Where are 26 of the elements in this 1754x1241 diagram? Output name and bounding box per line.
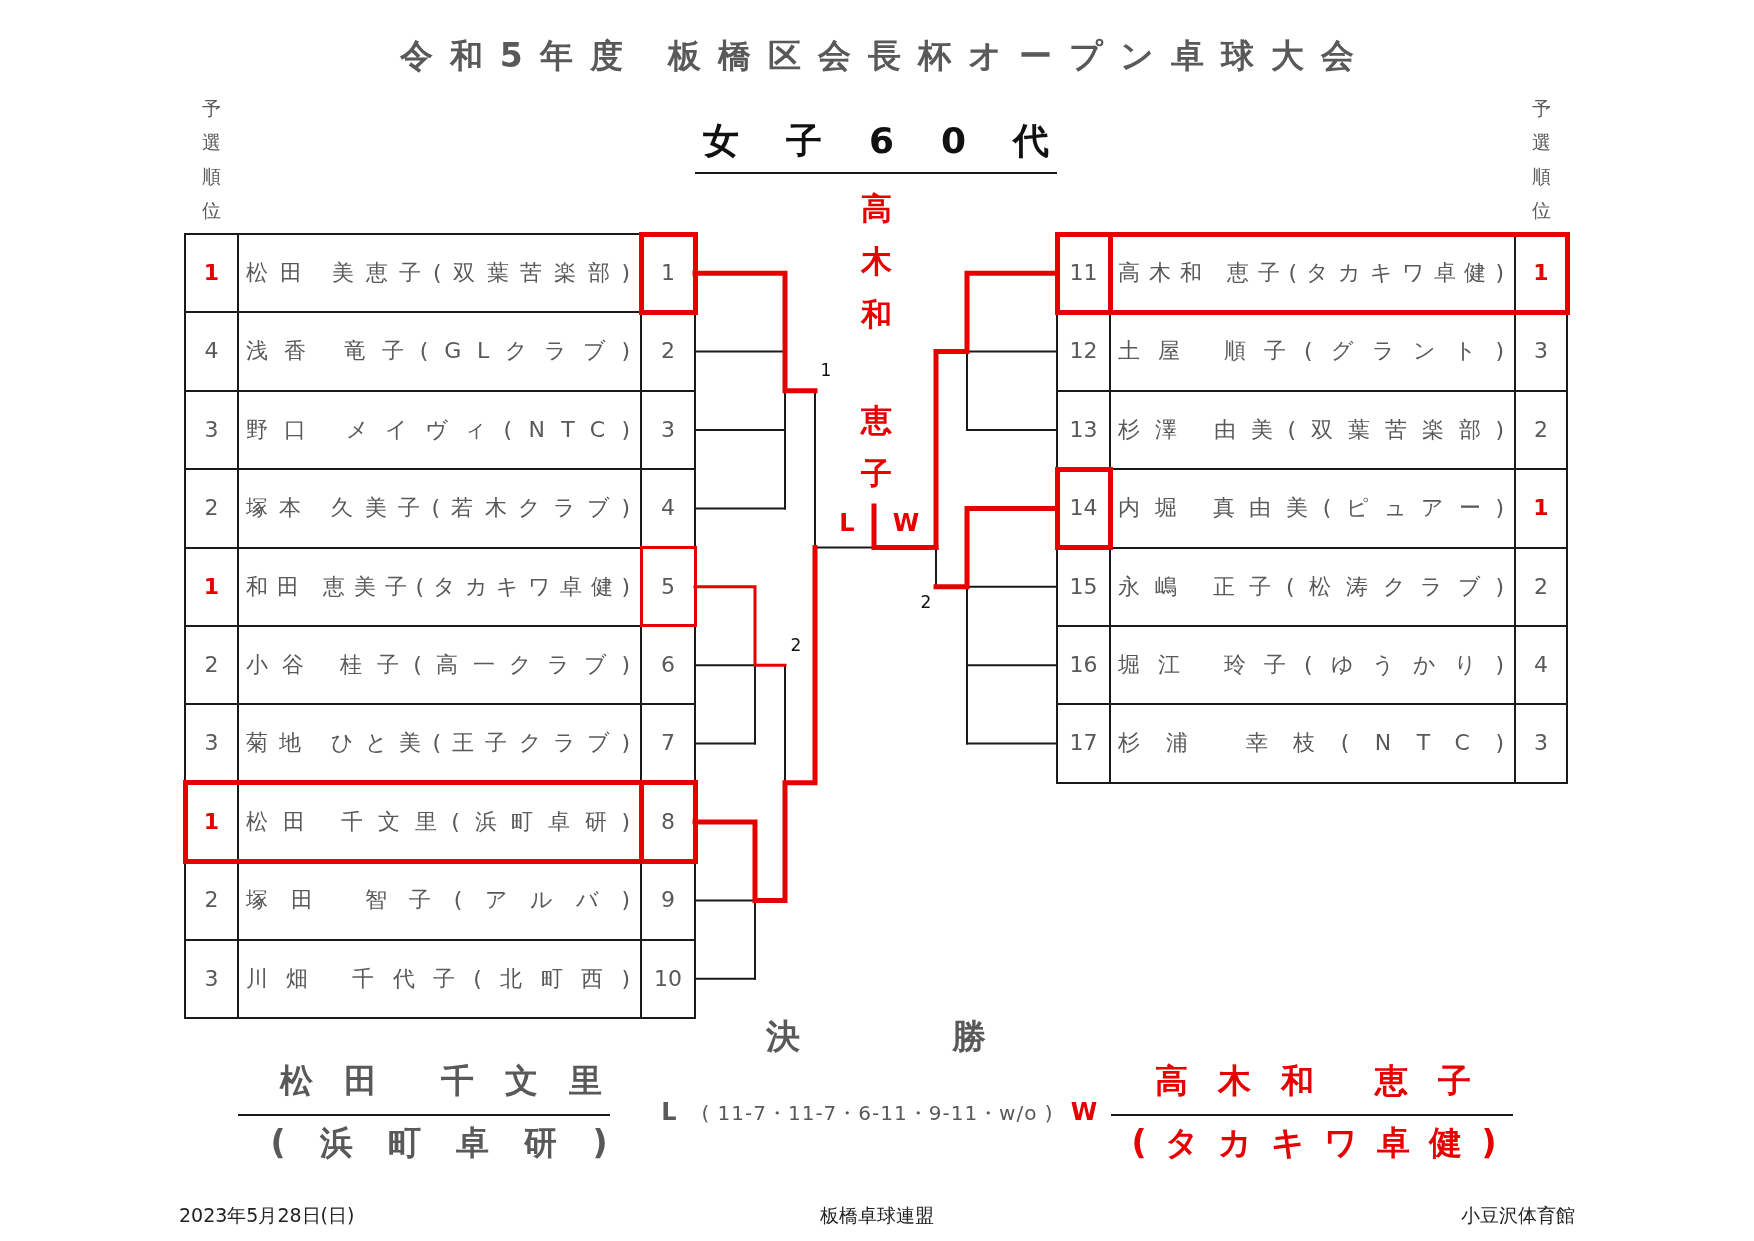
column-header: 予選順位 (201, 96, 221, 223)
column-header: 予選順位 (1531, 96, 1551, 223)
finalist-club: (タカキワ卓健) (1131, 1124, 1497, 1162)
seed-rank-cell: 3 (184, 938, 239, 1019)
tournament-title: 令和5年度 板橋区会長杯オープン卓球大会 (399, 37, 1355, 75)
result-letter: W (1070, 1099, 1098, 1127)
event-date: 2023年5月28日(日) (179, 1205, 355, 1227)
match-number: 2 (920, 593, 932, 613)
division-heading: 女子60代 (702, 120, 1050, 162)
champion-name: 高木和恵子 (860, 189, 892, 493)
result-letter: W (892, 510, 920, 538)
final-heading: 決勝 (766, 1017, 986, 1057)
venue-name: 小豆沢体育館 (1461, 1205, 1575, 1227)
finalist-name: 高木和 恵子 (1154, 1062, 1472, 1100)
draw-number-cell: 17 (1056, 703, 1111, 784)
match-score: ( 11-7・11-7・6-11・9-11・w/o ) (701, 1101, 1053, 1125)
result-letter: L (661, 1099, 677, 1127)
finalist-name: 松田 千文里 (280, 1062, 602, 1100)
organizer-name: 板橋卓球連盟 (820, 1205, 934, 1227)
seed-rank-cell: 3 (1514, 703, 1568, 784)
result-letter: L (839, 510, 855, 538)
draw-number-cell: 10 (640, 938, 696, 1019)
match-number: 2 (790, 636, 802, 656)
seed-rank-cell: 1 (184, 233, 239, 314)
match-number: 1 (820, 361, 832, 381)
finalist-club: (浜町卓研) (270, 1124, 608, 1162)
